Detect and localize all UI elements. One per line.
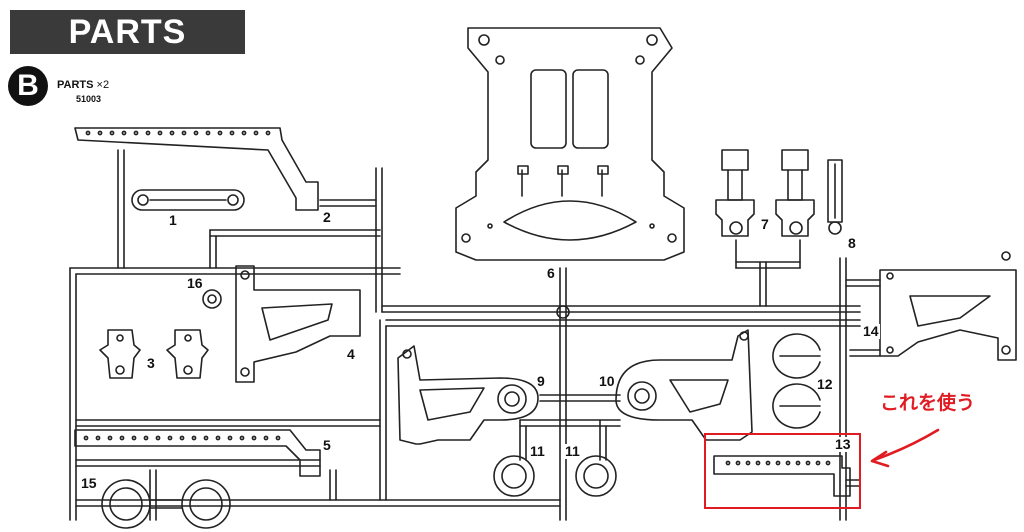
page-title: PARTS	[68, 13, 187, 51]
part-number-6: 6	[546, 265, 556, 281]
part-8-shape	[827, 159, 843, 235]
part-number-2: 2	[322, 209, 332, 225]
part-7-shape	[715, 149, 815, 237]
part-1-shape	[131, 189, 245, 211]
sprue-quantity: PARTS ×2	[57, 79, 109, 91]
part-number-5: 5	[322, 437, 332, 453]
part-number-8: 8	[847, 235, 857, 251]
part-6-shape	[455, 27, 685, 261]
part-number-16: 16	[186, 275, 204, 291]
callout-text: これを使う	[880, 392, 976, 414]
part-13-shape	[713, 455, 851, 497]
part-4-shape	[235, 265, 361, 383]
part-number-15: 15	[80, 475, 98, 491]
part-16-shape	[202, 289, 222, 309]
part-2-shape	[74, 127, 319, 211]
callout-arrow	[870, 428, 940, 468]
part-number-11-right: 11	[564, 443, 581, 459]
part-number-12: 12	[816, 376, 834, 392]
part-number-1: 1	[168, 212, 178, 228]
sprue-letter-badge: B	[8, 66, 48, 106]
part-11-shape	[493, 455, 617, 497]
part-number-7: 7	[760, 216, 770, 232]
part-number-10: 10	[598, 373, 616, 389]
sprue-label: PARTS	[57, 79, 94, 91]
part-number-9: 9	[536, 373, 546, 389]
part-number-3: 3	[146, 355, 156, 371]
part-number-11-left: 11	[529, 443, 546, 459]
part-14-shape	[879, 251, 1017, 361]
part-15-shape	[101, 479, 231, 529]
part-10-shape	[615, 329, 753, 441]
runner-frame	[69, 149, 881, 521]
part-12-shape	[772, 333, 821, 429]
sprue-multiplier: ×2	[96, 79, 110, 91]
part-3-shape	[99, 329, 209, 379]
part-number-14: 14	[862, 323, 880, 339]
part-9-shape	[397, 345, 539, 445]
part-number-4: 4	[346, 346, 356, 362]
part-13-holes	[725, 460, 831, 466]
part-5-holes	[83, 435, 281, 441]
header-band	[10, 10, 245, 54]
part-2-holes	[85, 130, 271, 136]
part-5-shape	[74, 429, 321, 477]
sprue-part-code: 51003	[76, 94, 102, 104]
highlight-box-part-13	[704, 433, 861, 509]
part-number-13: 13	[834, 436, 852, 452]
